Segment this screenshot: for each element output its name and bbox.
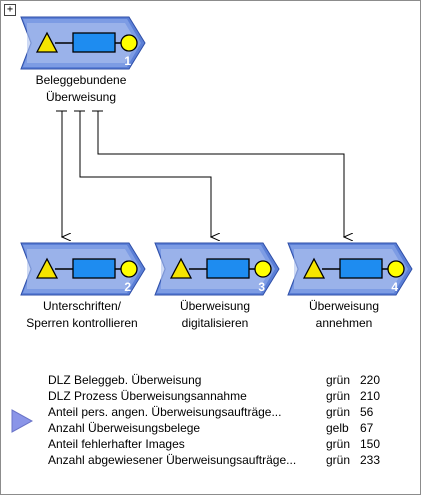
process-number-2: 2 (124, 280, 131, 294)
process-box-1[interactable]: 1 (19, 15, 147, 71)
process-label-1: Beleggebundene Überweisung (11, 72, 151, 106)
process-box-4[interactable]: 4 (286, 241, 414, 297)
kpi-status: grün (326, 437, 351, 451)
process-label-line: Überweisung (308, 299, 380, 313)
event-triangle-icon (35, 257, 59, 279)
process-shape-icon (287, 242, 413, 296)
kpi-status: gelb (326, 421, 349, 435)
kpi-value: 67 (360, 421, 374, 435)
kpi-value: 233 (360, 453, 381, 467)
result-circle-icon (120, 34, 138, 52)
process-shape-icon (20, 242, 146, 296)
kpi-name: Anzahl abgewiesener Überweisungsaufträge… (48, 453, 297, 467)
result-circle-icon (254, 260, 272, 278)
process-label-line: Überweisung (179, 299, 251, 313)
process-number-3: 3 (258, 280, 265, 294)
kpi-name: Anteil pers. angen. Überweisungsaufträge… (48, 405, 282, 419)
kpi-status: grün (326, 453, 351, 467)
process-label-line: Sperren kontrollieren (26, 316, 138, 330)
kpi-value: 150 (360, 437, 381, 451)
process-shape-icon (20, 16, 146, 70)
process-label-line: annehmen (315, 316, 373, 330)
kpi-name: Anzahl Überweisungsbelege (48, 421, 201, 435)
connector-to-process-4 (97, 111, 344, 237)
process-label-line: Überweisung (45, 90, 117, 104)
process-shape-icon (154, 242, 280, 296)
triangle-pointer-icon[interactable] (11, 409, 33, 433)
process-label-2: Unterschriften/ Sperren kontrollieren (7, 298, 157, 332)
kpi-status: grün (326, 405, 351, 419)
result-circle-icon (387, 260, 405, 278)
process-box-2[interactable]: 2 (19, 241, 147, 297)
function-rect-icon (206, 258, 250, 279)
process-box-3[interactable]: 3 (153, 241, 281, 297)
process-label-4: Überweisung annehmen (274, 298, 414, 332)
process-number-4: 4 (391, 280, 398, 294)
result-circle-icon (120, 260, 138, 278)
process-label-line: digitalisieren (181, 316, 249, 330)
connector-to-process-3 (79, 111, 211, 237)
kpi-name: DLZ Beleggeb. Überweisung (48, 373, 202, 387)
process-label-line: Beleggebundene (35, 73, 127, 87)
function-rect-icon (72, 32, 116, 53)
expand-icon[interactable]: + (4, 4, 16, 16)
function-rect-icon (339, 258, 383, 279)
kpi-status: grün (326, 373, 351, 387)
process-label-3: Überweisung digitalisieren (145, 298, 285, 332)
event-triangle-icon (169, 257, 193, 279)
kpi-value: 56 (360, 405, 374, 419)
process-label-line: Unterschriften/ (42, 299, 122, 313)
kpi-name: DLZ Prozess Überweisungsannahme (48, 389, 247, 403)
event-triangle-icon (35, 31, 59, 53)
kpi-value: 210 (360, 389, 381, 403)
event-triangle-icon (302, 257, 326, 279)
kpi-status: grün (326, 389, 351, 403)
process-number-1: 1 (124, 54, 131, 68)
function-rect-icon (72, 258, 116, 279)
kpi-value: 220 (360, 373, 381, 387)
kpi-name: Anteil fehlerhafter Images (48, 437, 185, 451)
